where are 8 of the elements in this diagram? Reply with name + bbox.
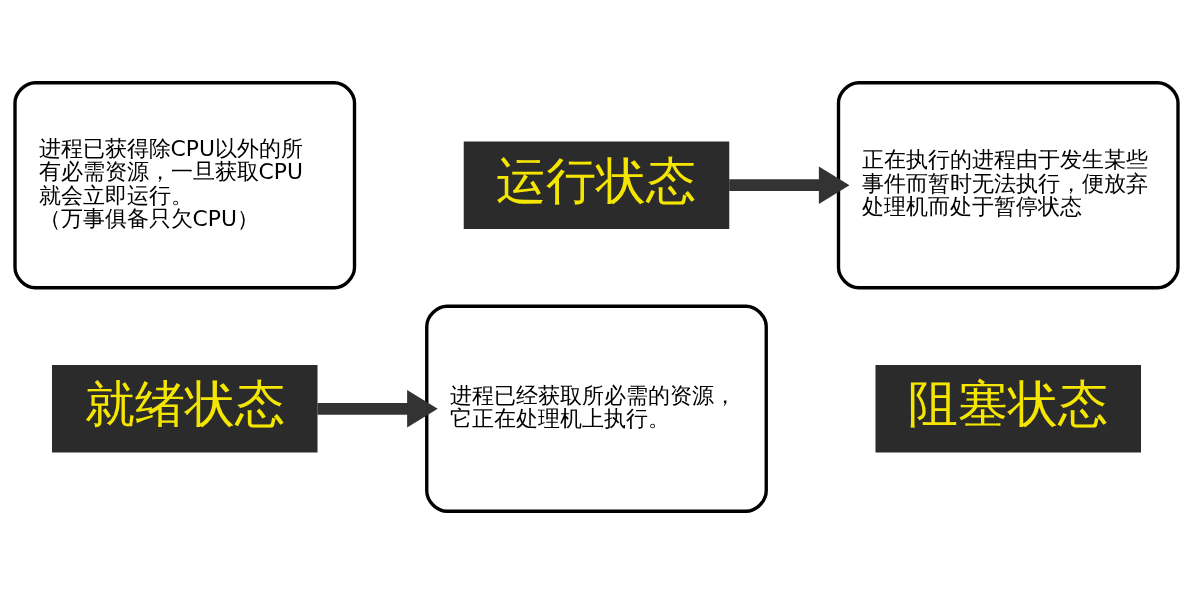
arrow xyxy=(729,166,850,204)
node-box: 就绪状态 xyxy=(52,365,318,453)
node-box: 阻塞状态 xyxy=(875,365,1141,453)
node-box: 进程已经获取所必需的资源，它正在处理机上执行。 xyxy=(425,304,768,513)
node-box: 进程已获得除CPU以外的所有必需资源，一旦获取CPU就会立即运行。 （万事俱备只欠CPU） xyxy=(13,81,357,290)
arrow xyxy=(317,390,438,428)
node-box: 运行状态 xyxy=(463,141,730,229)
node-box: 正在执行的进程由于发生某些事件而暂时无法执行，便放弃处理机而处于暂停状态 xyxy=(836,81,1180,290)
